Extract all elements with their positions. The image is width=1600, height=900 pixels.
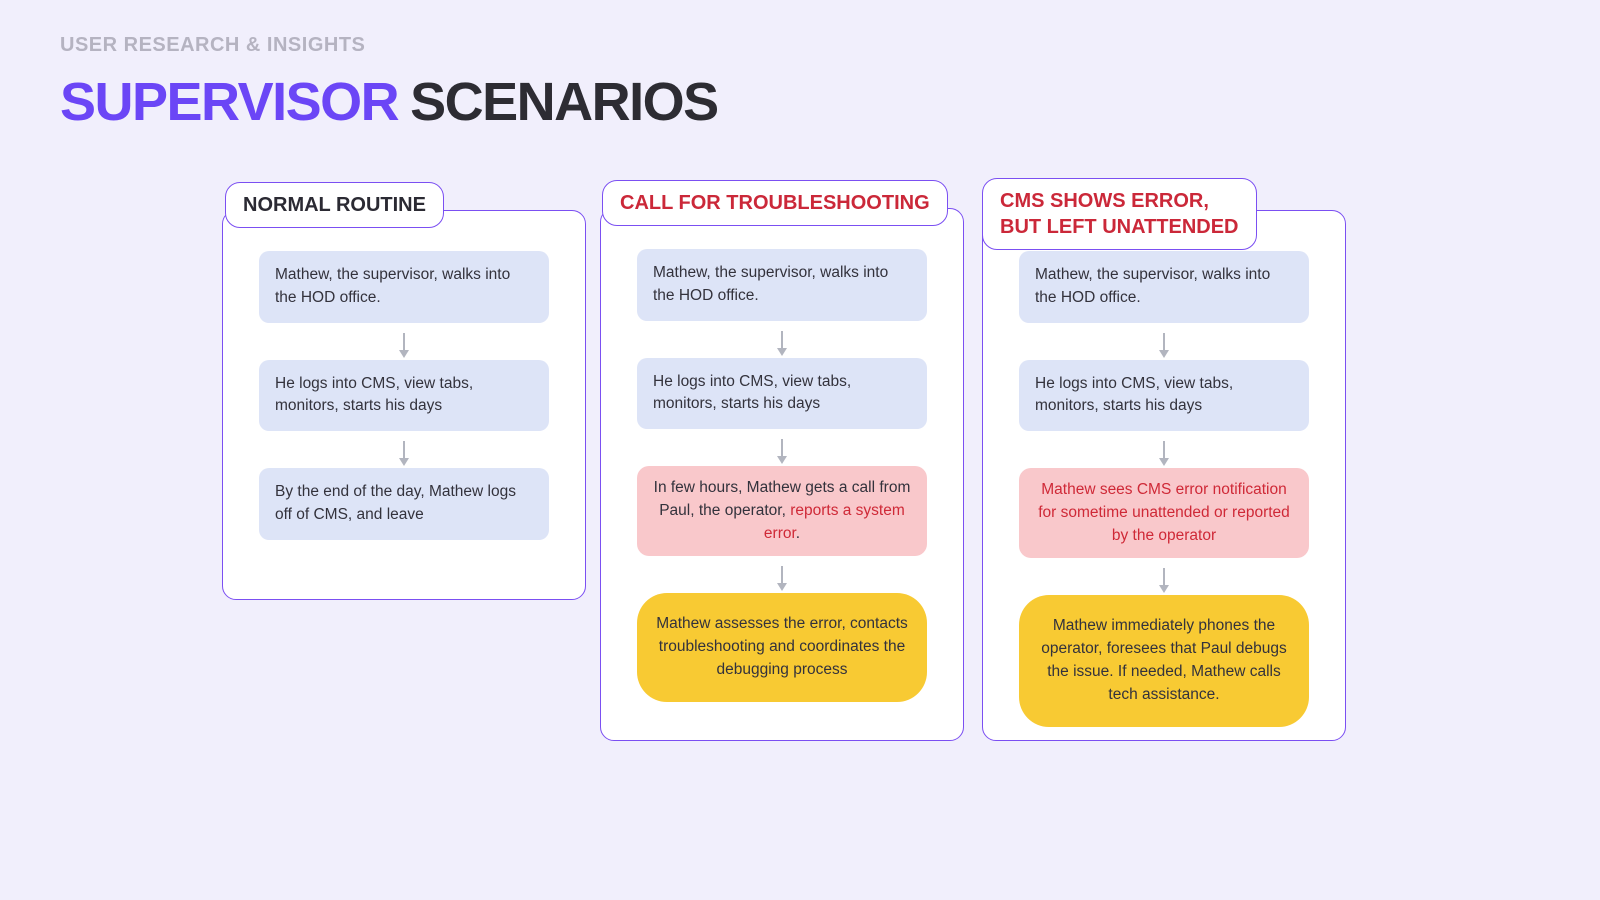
title-rest: SCENARIOS bbox=[410, 72, 719, 132]
scenario-panel-normal-routine: NORMAL ROUTINE Mathew, the supervisor, w… bbox=[222, 182, 586, 600]
flow-normal-routine: Mathew, the supervisor, walks into the H… bbox=[223, 211, 585, 540]
arrow-down-icon bbox=[398, 323, 409, 360]
arrow-down-icon bbox=[398, 431, 409, 468]
arrow-down-icon bbox=[1158, 323, 1169, 360]
flow-step-action: Mathew assesses the error, contacts trou… bbox=[637, 593, 927, 702]
scenario-tab-cms-error-unattended: CMS SHOWS ERROR, BUT LEFT UNATTENDED bbox=[982, 178, 1257, 250]
flow-step: He logs into CMS, view tabs, monitors, s… bbox=[1019, 359, 1309, 432]
flow-step-alert: In few hours, Mathew gets a call from Pa… bbox=[637, 466, 927, 557]
flow-cms-error-unattended: Mathew, the supervisor, walks into the H… bbox=[983, 211, 1345, 727]
arrow-down-icon bbox=[776, 556, 787, 593]
alert-text-suffix: . bbox=[795, 524, 801, 542]
scenario-tab-normal-routine: NORMAL ROUTINE bbox=[225, 182, 444, 228]
title-accent: SUPERVISOR bbox=[60, 72, 400, 132]
arrow-down-icon bbox=[1158, 431, 1169, 468]
scenario-tab-call-for-troubleshooting: CALL FOR TROUBLESHOOTING bbox=[602, 180, 948, 226]
flow-step: By the end of the day, Mathew logs off o… bbox=[259, 468, 549, 540]
arrow-down-icon bbox=[776, 429, 787, 466]
flow-step: Mathew, the supervisor, walks into the H… bbox=[1019, 251, 1309, 323]
arrow-down-icon bbox=[776, 321, 787, 358]
eyebrow-label: USER RESEARCH & INSIGHTS bbox=[60, 34, 366, 56]
flow-call-for-troubleshooting: Mathew, the supervisor, walks into the H… bbox=[601, 209, 963, 702]
arrow-down-icon bbox=[1158, 558, 1169, 595]
alert-text-prefix: In few hours, Mathew gets a call from Pa… bbox=[653, 479, 911, 519]
flow-step: Mathew, the supervisor, walks into the H… bbox=[637, 249, 927, 321]
flow-step: He logs into CMS, view tabs, monitors, s… bbox=[259, 359, 549, 432]
alert-text-highlight: reports a system error bbox=[763, 501, 905, 542]
scenario-panel-cms-error-unattended: CMS SHOWS ERROR, BUT LEFT UNATTENDED Mat… bbox=[982, 178, 1346, 741]
scenario-panel-call-for-troubleshooting: CALL FOR TROUBLESHOOTING Mathew, the sup… bbox=[600, 180, 964, 741]
flow-step: He logs into CMS, view tabs, monitors, s… bbox=[637, 357, 927, 430]
flow-step-alert: Mathew sees CMS error notification for s… bbox=[1019, 468, 1309, 559]
flow-step: Mathew, the supervisor, walks into the H… bbox=[259, 251, 549, 323]
flow-step-action: Mathew immediately phones the operator, … bbox=[1019, 595, 1309, 727]
